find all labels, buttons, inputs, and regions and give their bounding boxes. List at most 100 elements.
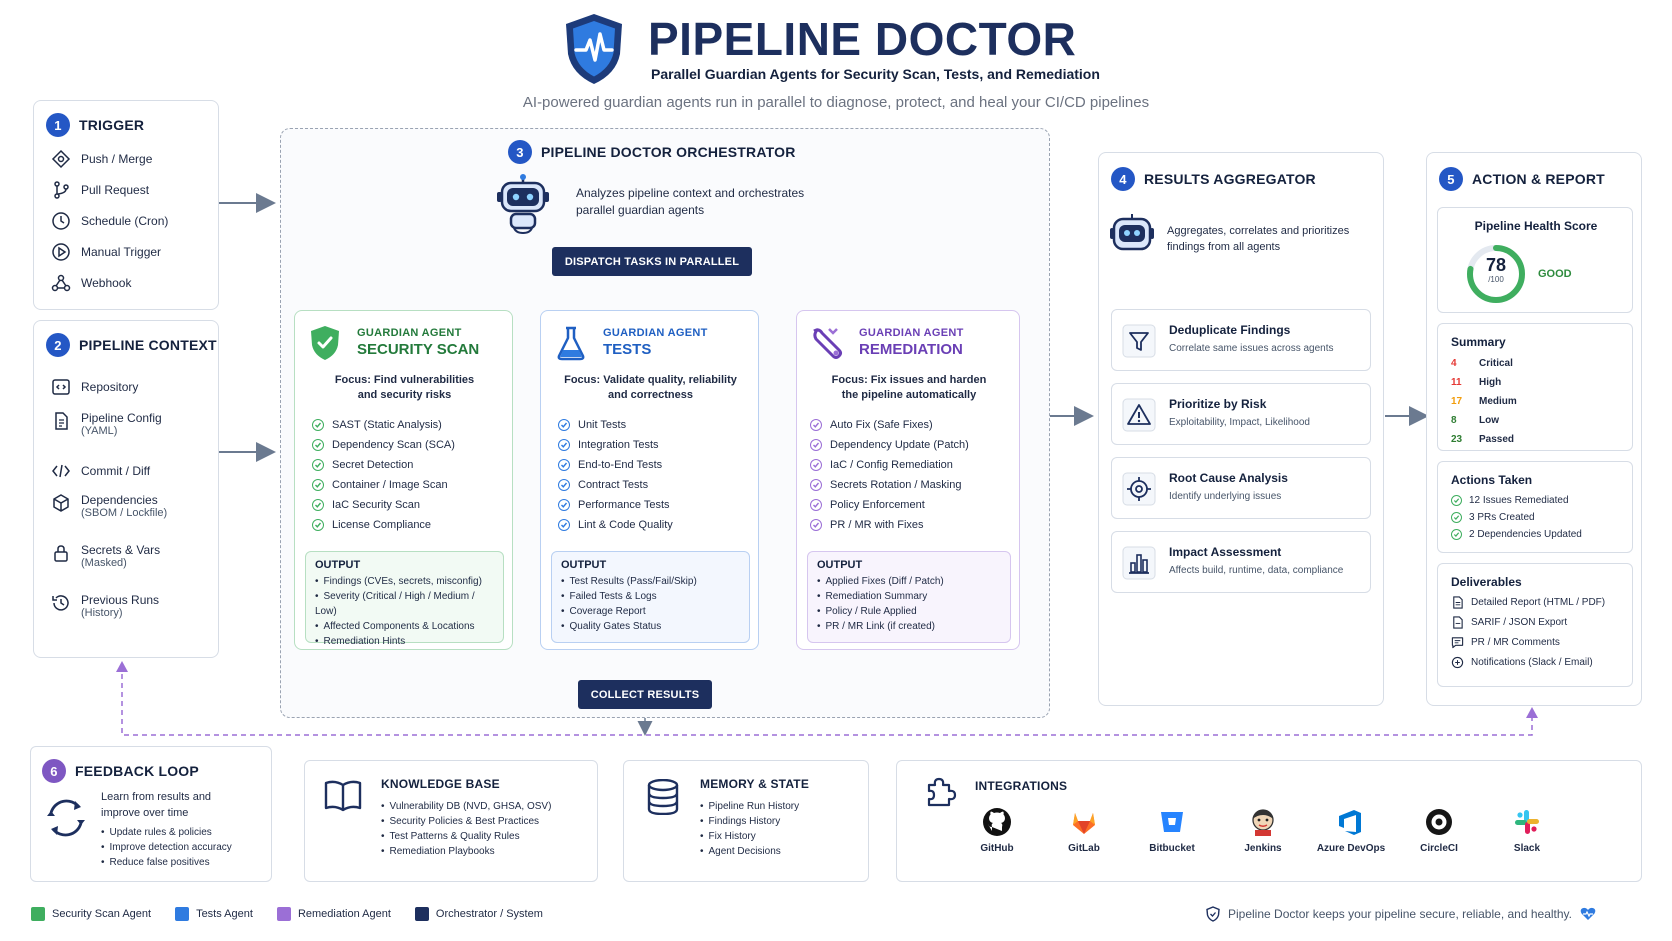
trigger-heading: 1 TRIGGER	[46, 113, 144, 137]
deliverable-item[interactable]: SARIF / JSON Export	[1451, 616, 1605, 629]
gitlab-icon	[1073, 813, 1095, 834]
deliverables-box: Deliverables Detailed Report (HTML / PDF…	[1437, 563, 1633, 687]
integration-github[interactable]: GitHub	[952, 807, 1042, 854]
aggregator-step-root-cause[interactable]: Root Cause Analysis Identify underlying …	[1111, 457, 1371, 519]
tests-check-item: Performance Tests	[558, 497, 673, 512]
tests-check-item: Unit Tests	[558, 417, 673, 432]
action-item: 12 Issues Remediated	[1451, 495, 1582, 506]
focus-line: Focus: Fix issues and harden	[831, 374, 987, 386]
integration-label: GitHub	[980, 843, 1014, 854]
summary-label: Passed	[1479, 433, 1515, 445]
filter-icon	[1122, 324, 1156, 363]
actions-taken-title: Actions Taken	[1451, 473, 1533, 487]
context-item-repository[interactable]: Repository	[51, 377, 138, 397]
trigger-item-webhook[interactable]: Webhook	[51, 273, 168, 293]
output-item: Severity (Critical / High / Medium / Low…	[315, 589, 494, 619]
check-circle-icon	[312, 438, 324, 451]
bullet-item: Update rules & policies	[101, 825, 232, 840]
legend-label: Orchestrator / System	[435, 908, 543, 920]
collect-results-button[interactable]: COLLECT RESULTS	[578, 680, 712, 709]
aggregator-robot-icon	[1109, 213, 1155, 258]
context-item-label: Dependencies	[81, 493, 158, 507]
tests-check-item: Integration Tests	[558, 437, 673, 452]
trigger-item-label: Pull Request	[81, 183, 150, 197]
check-label: Lint & Code Quality	[578, 518, 673, 531]
aggregator-step-impact[interactable]: Impact Assessment Affects build, runtime…	[1111, 531, 1371, 593]
memory-title: MEMORY & STATE	[700, 777, 810, 791]
dispatch-tasks-button[interactable]: DISPATCH TASKS IN PARALLEL	[552, 247, 752, 276]
tests-agent-heading: GUARDIAN AGENT TESTS	[603, 327, 708, 358]
legend-item: Orchestrator / System	[414, 907, 543, 921]
tests-output-list: Test Results (Pass/Fail/Skip)Failed Test…	[561, 574, 740, 634]
export-file-icon	[1453, 616, 1463, 629]
deliverable-item[interactable]: Detailed Report (HTML / PDF)	[1451, 596, 1605, 609]
integration-slack[interactable]: Slack	[1482, 807, 1572, 854]
integration-label: CircleCI	[1420, 843, 1458, 854]
deliverable-item[interactable]: Notifications (Slack / Email)	[1451, 656, 1605, 669]
integration-jenkins[interactable]: Jenkins	[1218, 807, 1308, 854]
check-label: Policy Enforcement	[830, 498, 925, 511]
remediation-output-box: OUTPUT Applied Fixes (Diff / Patch)Remed…	[807, 551, 1011, 643]
deliverables-list: Detailed Report (HTML / PDF) SARIF / JSO…	[1451, 596, 1605, 669]
trigger-list: Push / Merge Pull Request Schedule (Cron…	[51, 149, 168, 293]
trigger-item-push[interactable]: Push / Merge	[51, 149, 168, 169]
health-score-max: /100	[1488, 275, 1504, 284]
trigger-item-schedule[interactable]: Schedule (Cron)	[51, 211, 168, 231]
context-item-previous-runs[interactable]: Previous Runs(History)	[51, 593, 159, 619]
legend-swatch	[414, 907, 429, 921]
check-circle-icon	[810, 518, 822, 531]
summary-label: Critical	[1479, 357, 1513, 369]
remediation-check-item: IaC / Config Remediation	[810, 457, 969, 472]
target-icon	[1122, 472, 1156, 511]
agent-name: REMEDIATION	[859, 341, 963, 358]
check-circle-icon	[312, 418, 324, 431]
output-item: Test Results (Pass/Fail/Skip)	[561, 574, 740, 589]
context-heading: 2 PIPELINE CONTEXT	[46, 333, 217, 357]
trigger-item-manual[interactable]: Manual Trigger	[51, 242, 168, 262]
knowledge-title: KNOWLEDGE BASE	[381, 777, 500, 791]
integration-circleci[interactable]: CircleCI	[1394, 807, 1484, 854]
output-item: Failed Tests & Logs	[561, 589, 740, 604]
aggregator-step-prioritize[interactable]: Prioritize by Risk Exploitability, Impac…	[1111, 383, 1371, 445]
check-label: Performance Tests	[578, 498, 670, 511]
check-circle-icon	[810, 498, 822, 511]
context-item-dependencies[interactable]: Dependencies(SBOM / Lockfile)	[51, 493, 167, 519]
check-circle-icon	[1451, 529, 1462, 540]
integration-gitlab[interactable]: GitLab	[1039, 807, 1129, 854]
aggregator-desc-line: Aggregates, correlates and prioritizes	[1167, 225, 1350, 237]
footer-note-text: Pipeline Doctor keeps your pipeline secu…	[1228, 907, 1572, 921]
legend-label: Security Scan Agent	[52, 908, 152, 920]
aggregator-step-deduplicate[interactable]: Deduplicate Findings Correlate same issu…	[1111, 309, 1371, 371]
deliverable-label: PR / MR Comments	[1471, 637, 1560, 648]
slack-icon	[1515, 810, 1539, 834]
bitbucket-icon	[1161, 812, 1183, 832]
action-report-card: 5 ACTION & REPORT Pipeline Health Score …	[1426, 152, 1642, 706]
pipeline-context-card: 2 PIPELINE CONTEXT Repository Pipeline C…	[33, 320, 219, 658]
bullet-item: Test Patterns & Quality Rules	[381, 829, 551, 844]
health-score-title: Pipeline Health Score	[1474, 219, 1598, 233]
context-item-pipeline-config[interactable]: Pipeline Config(YAML)	[51, 411, 162, 437]
report-title: ACTION & REPORT	[1472, 171, 1605, 187]
step-title: Impact Assessment	[1169, 545, 1282, 559]
deliverable-item[interactable]: PR / MR Comments	[1451, 636, 1605, 649]
context-item-commit-diff[interactable]: Commit / Diff	[51, 461, 150, 481]
step-number-4: 4	[1111, 167, 1135, 191]
trigger-item-pull-request[interactable]: Pull Request	[51, 180, 168, 200]
tests-check-item: Lint & Code Quality	[558, 517, 673, 532]
focus-line: and correctness	[608, 389, 693, 401]
page-title: PIPELINE DOCTOR	[648, 13, 1077, 65]
remediation-check-list: Auto Fix (Safe Fixes)Dependency Update (…	[810, 417, 969, 532]
context-item-secrets[interactable]: Secrets & Vars(Masked)	[51, 543, 160, 569]
integration-azure-devops[interactable]: Azure DevOps	[1306, 807, 1396, 854]
bullet-item: Findings History	[700, 814, 799, 829]
trigger-card: 1 TRIGGER Push / Merge Pull Request Sche…	[33, 100, 219, 310]
health-score-value: 78	[1485, 255, 1507, 275]
github-icon	[983, 808, 1011, 836]
tests-output-box: OUTPUT Test Results (Pass/Fail/Skip)Fail…	[551, 551, 750, 643]
check-circle-icon	[558, 438, 570, 451]
security-check-list: SAST (Static Analysis)Dependency Scan (S…	[312, 417, 455, 532]
integration-bitbucket[interactable]: Bitbucket	[1127, 807, 1217, 854]
action-item: 2 Dependencies Updated	[1451, 529, 1582, 540]
check-circle-icon	[1451, 495, 1462, 506]
